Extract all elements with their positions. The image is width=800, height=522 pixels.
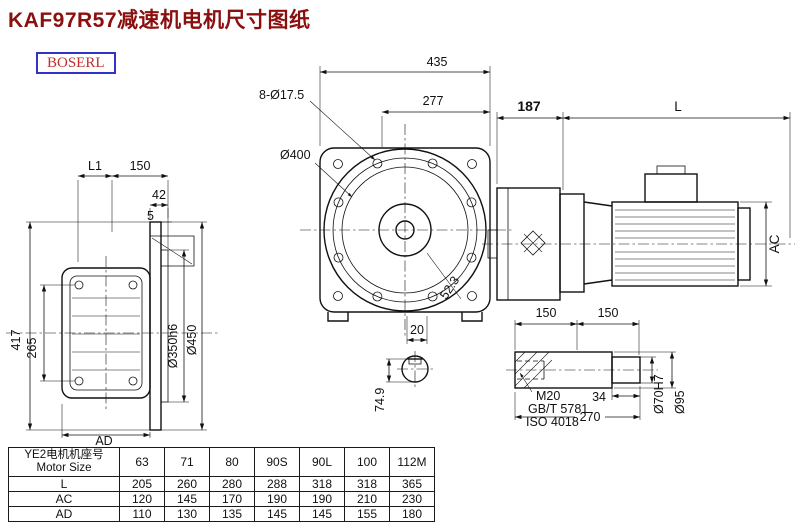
- table-cell: 280: [209, 476, 255, 493]
- technical-drawing: L1 150 42 5 417 265 AD Ø350h6 Ø450: [6, 55, 795, 447]
- brand-logo: BOSERL: [36, 52, 116, 74]
- thread-m20-label: M20: [536, 389, 560, 403]
- front-view: 435 277 8-Ø17.5 Ø400 52.3 20 74.9: [259, 55, 512, 412]
- table-cell: 190: [254, 491, 300, 508]
- row-label: AC: [8, 491, 120, 508]
- table-header-cn: YE2电机机座号: [24, 449, 104, 461]
- size-column-header: 80: [209, 446, 255, 478]
- motor-size-table: YE2电机机座号 Motor Size 63 71 80 90S 90L 100…: [8, 446, 435, 522]
- table-row: L 205 260 280 288 318 318 365: [8, 476, 435, 493]
- table-cell: 170: [209, 491, 255, 508]
- dim-d70-label: Ø70H7: [652, 374, 666, 414]
- dim-d95-label: Ø95: [673, 390, 687, 414]
- dim-265-label: 265: [25, 338, 39, 359]
- dim-l1-label: L1: [88, 159, 102, 173]
- dim-5-label: 5: [147, 209, 154, 223]
- size-column-header: 112M: [389, 446, 435, 478]
- dim-150a-label: 150: [536, 306, 557, 320]
- dim-ac-label: AC: [767, 234, 782, 253]
- size-column-header: 71: [164, 446, 210, 478]
- dim-270-label: 270: [580, 410, 601, 424]
- dim-150b-label: 150: [598, 306, 619, 320]
- table-cell: 190: [299, 491, 345, 508]
- table-row: AC 120 145 170 190 190 210 230: [8, 491, 435, 508]
- table-cell: 260: [164, 476, 210, 493]
- dim-74-9-label: 74.9: [373, 388, 387, 412]
- table-cell: 205: [119, 476, 165, 493]
- size-column-header: 63: [119, 446, 165, 478]
- table-cell: 288: [254, 476, 300, 493]
- dim-d450-label: Ø450: [185, 325, 199, 356]
- dim-34-label: 34: [592, 390, 606, 404]
- table-cell: 155: [344, 506, 390, 522]
- table-header-en: Motor Size: [36, 462, 92, 475]
- table-cell: 318: [344, 476, 390, 493]
- dim-417-label: 417: [9, 330, 23, 351]
- bolt-holes-label: 8-Ø17.5: [259, 88, 304, 102]
- dim-d350-label: Ø350h6: [166, 324, 180, 369]
- dim-d400-label: Ø400: [280, 148, 311, 162]
- size-column-header: 90S: [254, 446, 300, 478]
- dim-42-label: 42: [152, 188, 166, 202]
- row-label: L: [8, 476, 120, 493]
- table-cell: 230: [389, 491, 435, 508]
- dim-l-label: L: [674, 99, 682, 114]
- table-cell: 318: [299, 476, 345, 493]
- left-side-view: L1 150 42 5 417 265 AD Ø350h6 Ø450: [6, 159, 218, 447]
- table-cell: 110: [119, 506, 165, 522]
- table-cell: 145: [254, 506, 300, 522]
- page-title: KAF97R57减速机电机尺寸图纸: [8, 9, 311, 32]
- std-iso-label: ISO 4018: [526, 415, 579, 429]
- size-column-header: 90L: [299, 446, 345, 478]
- dim-150-label: 150: [130, 159, 151, 173]
- shaft-detail: 150 150 M20 GB/T 5781 ISO 4018 34 270 Ø7…: [506, 306, 687, 429]
- dim-ad-label: AD: [95, 434, 112, 447]
- table-cell: 145: [164, 491, 210, 508]
- table-cell: 120: [119, 491, 165, 508]
- table-header-motor-size: YE2电机机座号 Motor Size: [8, 446, 120, 478]
- motor-side-view: 187 L AC: [482, 98, 795, 301]
- std-gb-label: GB/T 5781: [528, 402, 588, 416]
- table-cell: 210: [344, 491, 390, 508]
- table-cell: 365: [389, 476, 435, 493]
- dim-277-label: 277: [423, 94, 444, 108]
- dim-435-label: 435: [427, 55, 448, 69]
- dim-187-label: 187: [517, 98, 541, 114]
- size-column-header: 100: [344, 446, 390, 478]
- table-cell: 180: [389, 506, 435, 522]
- dim-20-label: 20: [410, 323, 424, 337]
- table-header-row: YE2电机机座号 Motor Size 63 71 80 90S 90L 100…: [8, 446, 435, 478]
